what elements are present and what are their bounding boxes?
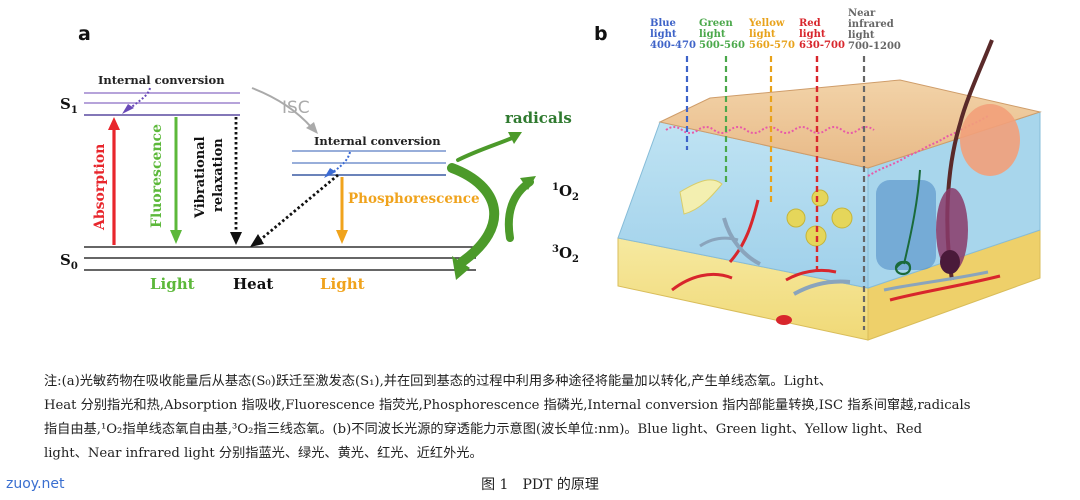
panel-a-jablonski-diagram: a S1 Internal conversion S0 Absorption (60, 23, 579, 293)
caption-line-3: 指自由基,¹O₂指单线态氧自由基,³O₂指三线态氧。(b)不同波长光源的穿透能力… (44, 422, 923, 437)
panel-b-letter: b (594, 23, 608, 45)
svg-text:560-570: 560-570 (749, 40, 795, 51)
wavelength-legend: Blue light 400-470 Green light 500-560 Y… (650, 8, 901, 330)
panel-a-letter: a (78, 23, 91, 45)
fluorescence-label: Fluorescence (149, 124, 165, 228)
wavelength-near-infrared: Near infrared light 700-1200 (848, 8, 901, 330)
isc-arrow (251, 87, 313, 129)
caption-line-1: 注:(a)光敏药物在吸收能量后从基态(S₀)跃迁至激发态(S₁),并在回到基态的… (44, 374, 832, 389)
svg-text:infrared: infrared (848, 19, 894, 30)
svg-text:Red: Red (799, 18, 821, 29)
vibrational-relaxation-arrow (230, 117, 242, 245)
phosphorescence-label: Phosphorescence (348, 191, 480, 207)
s1-energy-levels (84, 92, 240, 116)
internal-conversion-top-arrowhead (122, 104, 134, 114)
t1-energy-levels (292, 150, 446, 176)
figure-number: 图 1 PDT 的原理 (481, 477, 599, 493)
svg-text:light: light (650, 29, 677, 40)
wavelength-red: Red light 630-700 (799, 18, 845, 270)
isc-label: ISC (282, 98, 310, 118)
svg-text:light: light (848, 30, 875, 41)
svg-text:400-470: 400-470 (650, 40, 696, 51)
absorption-label: Absorption (92, 144, 108, 231)
radicals-arrow (456, 136, 514, 162)
singlet-oxygen-label: 1O2 (552, 182, 579, 203)
internal-conversion-mid-label: Internal conversion (314, 134, 441, 148)
svg-text:500-560: 500-560 (699, 40, 745, 51)
svg-text:700-1200: 700-1200 (848, 41, 901, 52)
figure-canvas: a S1 Internal conversion S0 Absorption (60, 8, 1042, 341)
svg-text:Near: Near (848, 8, 876, 19)
vibrational-label: Vibrational (193, 136, 208, 219)
internal-conversion-mid-arrowhead (324, 168, 336, 178)
svg-text:Blue: Blue (650, 18, 676, 29)
green-cycle-arrowhead-left (452, 256, 470, 280)
wavelength-blue: Blue light 400-470 (650, 18, 696, 150)
isc-relaxation-arrow (259, 173, 339, 242)
panel-b-skin-penetration: b (594, 8, 1042, 341)
radicals-label: radicals (505, 109, 572, 127)
svg-text:Green: Green (699, 18, 734, 29)
radicals-arrowhead (508, 132, 522, 144)
phosphorescence-arrow (336, 177, 348, 244)
internal-conversion-top-label: Internal conversion (98, 73, 225, 87)
isc-relaxation-arrowhead (250, 234, 264, 247)
relaxation-label: relaxation (211, 138, 226, 212)
triplet-oxygen-label: 3O2 (552, 244, 579, 265)
skin-cross-section-illustration (617, 39, 1042, 341)
internal-conversion-mid-arrow (329, 151, 351, 175)
watermark: zuoy.net (6, 476, 65, 492)
heat-label: Heat (233, 275, 273, 293)
light-left-label: Light (150, 275, 195, 293)
svg-text:light: light (699, 29, 726, 40)
caption-line-4: light、Near infrared light 分别指蓝光、绿光、黄光、红光… (44, 446, 483, 461)
green-cycle-arrow-right (504, 178, 534, 242)
wavelength-yellow: Yellow light 560-570 (748, 18, 795, 206)
s1-label: S1 (60, 95, 78, 116)
svg-text:Yellow: Yellow (748, 18, 785, 29)
caption-line-2: Heat 分别指光和热,Absorption 指吸收,Fluorescence … (44, 398, 971, 413)
absorption-arrow (108, 117, 120, 245)
light-right-label: Light (320, 275, 365, 293)
wavelength-green: Green light 500-560 (699, 18, 745, 182)
green-cycle-arrow-left (447, 163, 500, 267)
svg-text:light: light (799, 29, 826, 40)
s0-energy-levels (84, 246, 476, 271)
green-cycle-arrowhead-right (520, 176, 536, 190)
svg-text:light: light (749, 29, 776, 40)
s0-label: S0 (60, 251, 78, 272)
svg-text:630-700: 630-700 (799, 40, 845, 51)
fluorescence-arrow (170, 117, 182, 244)
isc-arrowhead (306, 122, 318, 134)
figure-caption: 注:(a)光敏药物在吸收能量后从基态(S₀)跃迁至激发态(S₁),并在回到基态的… (44, 370, 1034, 466)
